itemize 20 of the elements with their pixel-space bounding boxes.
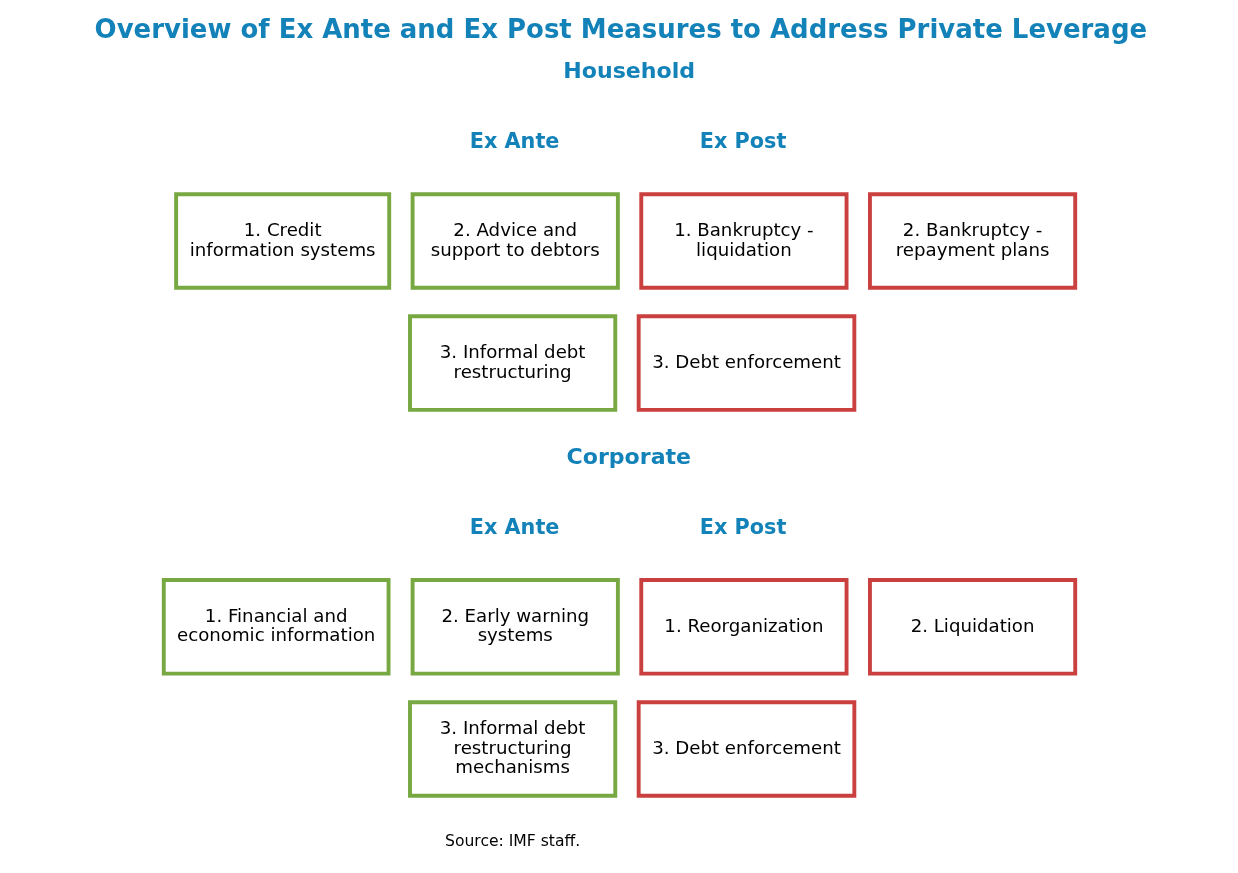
caption: Source: IMF staff.: [444, 831, 580, 850]
node-box: 1. Financial and economic information: [161, 578, 390, 676]
node-box: 2. Advice and support to debtors: [410, 192, 620, 290]
label: Ex Post: [699, 129, 786, 154]
label: Ex Post: [699, 515, 786, 540]
node-box: 3. Debt enforcement: [636, 700, 856, 798]
label: Corporate: [566, 443, 691, 469]
node-box: 2. Early warning systems: [410, 578, 620, 676]
node-box: 3. Informal debt restructuring: [407, 314, 617, 412]
node-box: 2. Liquidation: [867, 578, 1077, 676]
node-box: 2. Bankruptcy - repayment plans: [867, 192, 1077, 290]
node-box: 3. Informal debt restructuring mechanisms: [407, 700, 617, 798]
label: Ex Ante: [469, 515, 559, 540]
node-box: 1. Bankruptcy - liquidation: [638, 192, 848, 290]
diagram-title: Overview of Ex Ante and Ex Post Measures to Address Private Leverage: [94, 14, 1147, 45]
node-box: 1. Credit information systems: [173, 192, 391, 290]
label: Ex Ante: [469, 129, 559, 154]
label: Household: [562, 58, 695, 84]
node-box: 3. Debt enforcement: [636, 314, 856, 412]
node-box: 1. Reorganization: [638, 578, 848, 676]
